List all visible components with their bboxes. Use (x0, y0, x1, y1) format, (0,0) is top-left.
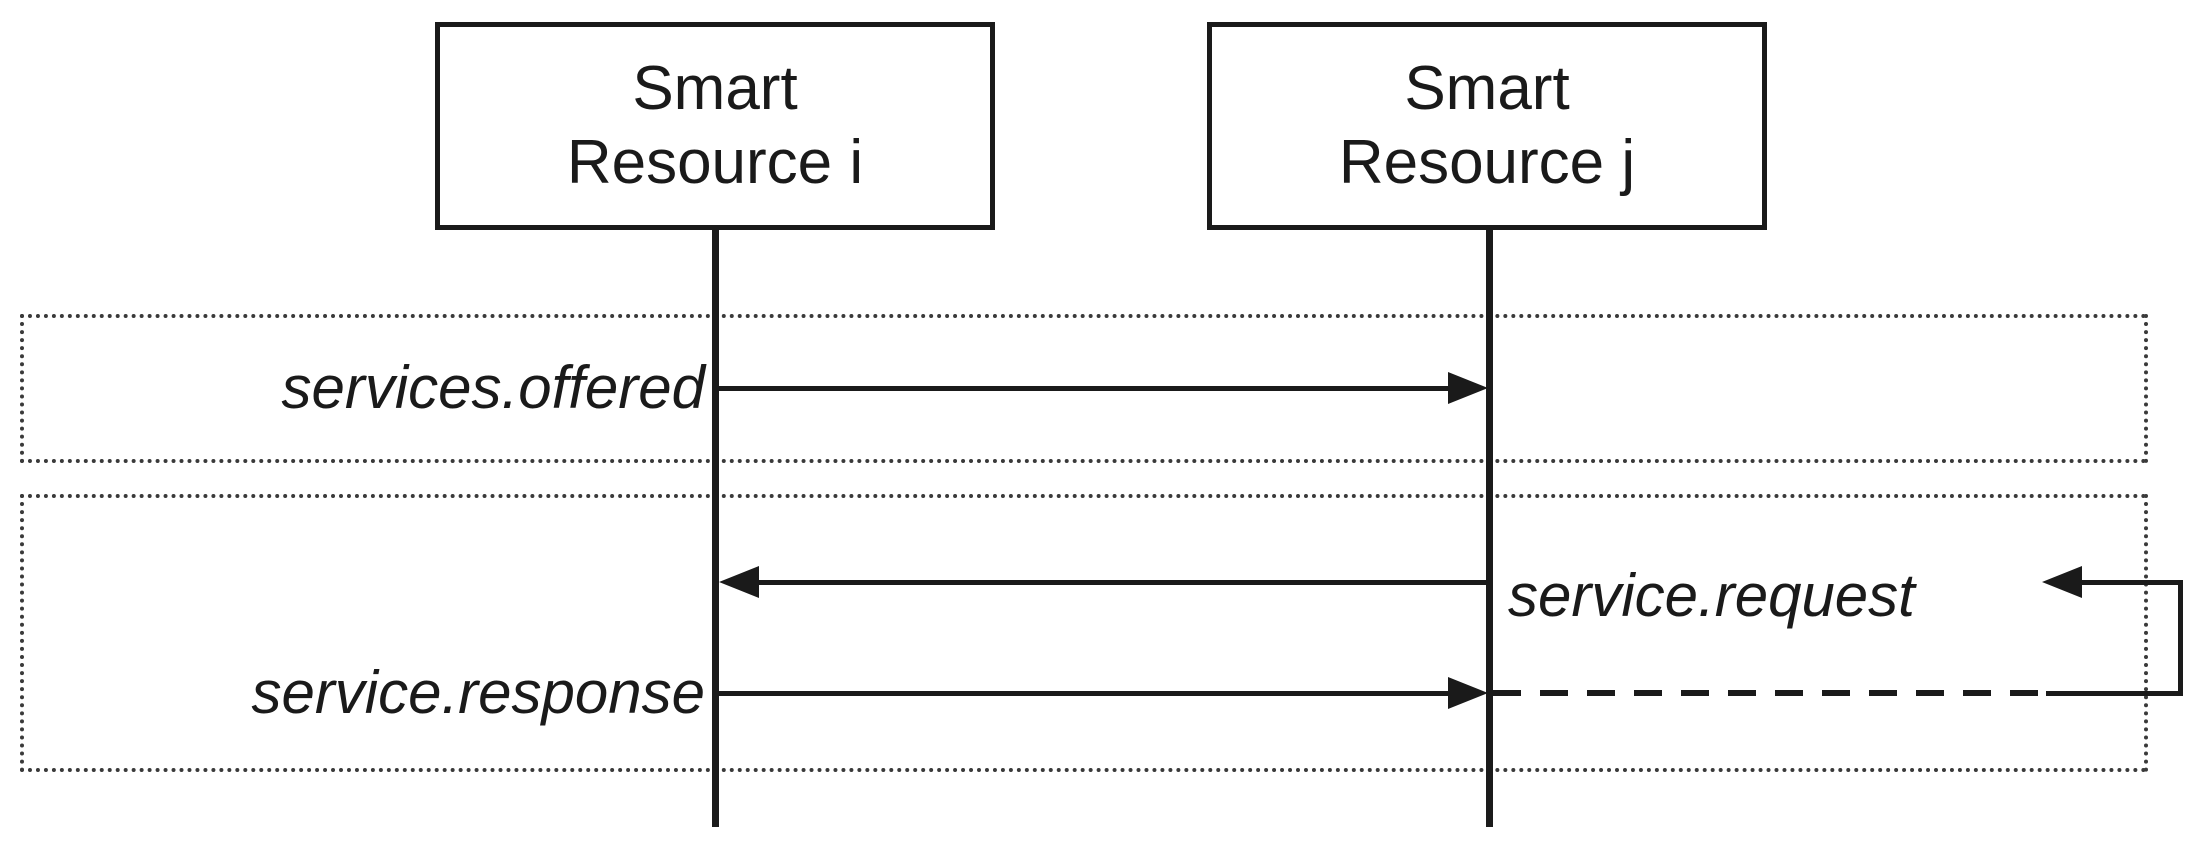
actor-box-smart-resource-j: Smart Resource j (1207, 22, 1767, 230)
actor-box-smart-resource-i: Smart Resource i (435, 22, 995, 230)
actor-j-label-line1: Smart (1404, 53, 1570, 123)
arrowhead-service-request-icon (719, 566, 759, 598)
message-label-services-offered: services.offered (281, 354, 705, 421)
lifeline-smart-resource-i (712, 230, 719, 827)
arrowhead-loop-incoming-icon (2042, 566, 2082, 598)
actor-i-label-line1: Smart (632, 53, 798, 123)
dotted-frame-services-offered (20, 314, 2148, 463)
dotted-frame-request-response (20, 494, 2148, 772)
loop-bottom-solid-line (2046, 691, 2183, 696)
arrowhead-services-offered-icon (1448, 372, 1488, 404)
message-line-service-request (757, 580, 1490, 585)
message-label-service-request: service.request (1508, 562, 1915, 629)
message-label-service-response: service.response (251, 659, 705, 726)
loop-vertical-line (2178, 580, 2183, 696)
arrowhead-service-response-icon (1448, 677, 1488, 709)
message-line-services-offered (719, 386, 1454, 391)
actor-j-label-line2: Resource j (1338, 128, 1636, 197)
lifeline-smart-resource-j (1486, 230, 1493, 827)
message-line-service-response (719, 691, 1454, 696)
actor-i-label-line2: Resource i (566, 128, 864, 197)
service-response-dashed-continuation (1493, 690, 2049, 696)
loop-top-line (2078, 580, 2183, 585)
